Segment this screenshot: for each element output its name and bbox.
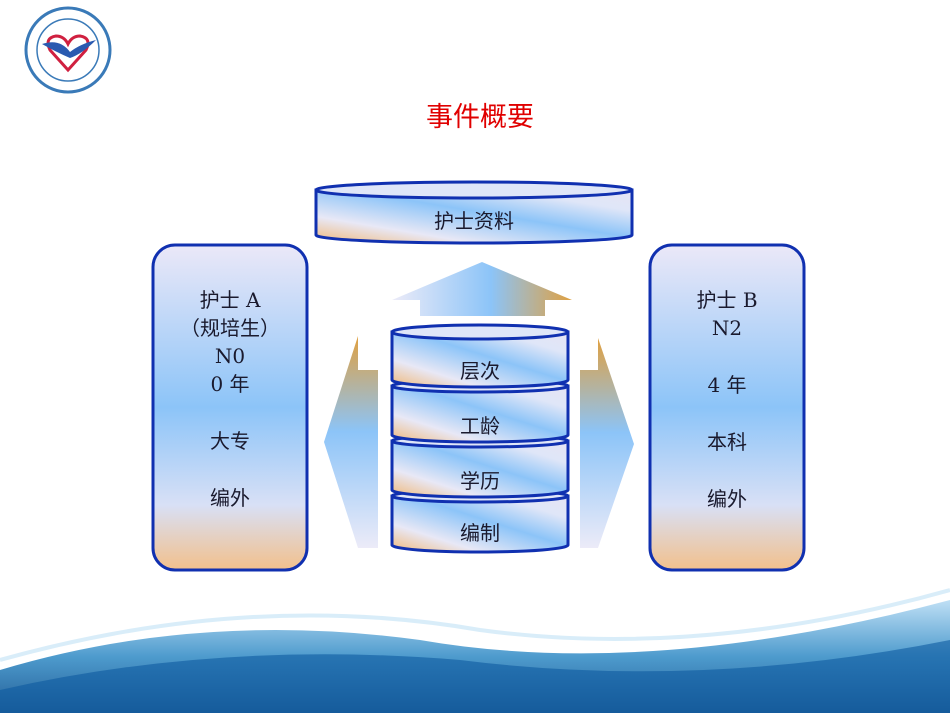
hospital-logo <box>24 6 112 94</box>
attribute-stack: 层次 工龄 学历 编制 <box>390 323 570 554</box>
stack-label-staffing: 编制 <box>460 521 500 545</box>
stack-layer-1 <box>390 323 570 389</box>
bottom-wave-decoration <box>0 588 950 713</box>
stack-label-seniority: 工龄 <box>460 414 500 438</box>
nurse-a-years: 0 年 <box>210 372 250 396</box>
nurse-a-box <box>151 243 309 572</box>
nurse-b-name: 护士 B <box>696 288 758 312</box>
nurse-b-box <box>648 243 806 572</box>
nurse-data-cylinder: 护士资料 <box>314 180 634 245</box>
slide-title: 事件概要 <box>426 102 534 133</box>
nurse-a-name: 护士 A <box>199 288 261 312</box>
left-arrow <box>324 336 378 548</box>
nurse-b-panel: 护士 B N2 4 年 本科 编外 <box>650 286 804 513</box>
stack-label-level: 层次 <box>460 359 500 383</box>
up-arrow <box>392 262 572 316</box>
nurse-a-level: N0 <box>214 344 246 368</box>
nurse-a-education: 大专 <box>210 429 250 453</box>
nurse-b-education: 本科 <box>707 430 747 454</box>
cylinder-label: 护士资料 <box>434 209 514 233</box>
nurse-a-note: （规培生） <box>180 316 280 340</box>
nurse-b-years: 4 年 <box>707 373 747 397</box>
right-arrow <box>580 338 634 548</box>
stack-label-education: 学历 <box>460 469 500 493</box>
nurse-a-staffing: 编外 <box>210 486 250 510</box>
nurse-b-level: N2 <box>711 316 743 340</box>
nurse-b-staffing: 编外 <box>707 487 747 511</box>
nurse-a-panel: 护士 A （规培生） N0 0 年 大专 编外 <box>153 286 307 512</box>
